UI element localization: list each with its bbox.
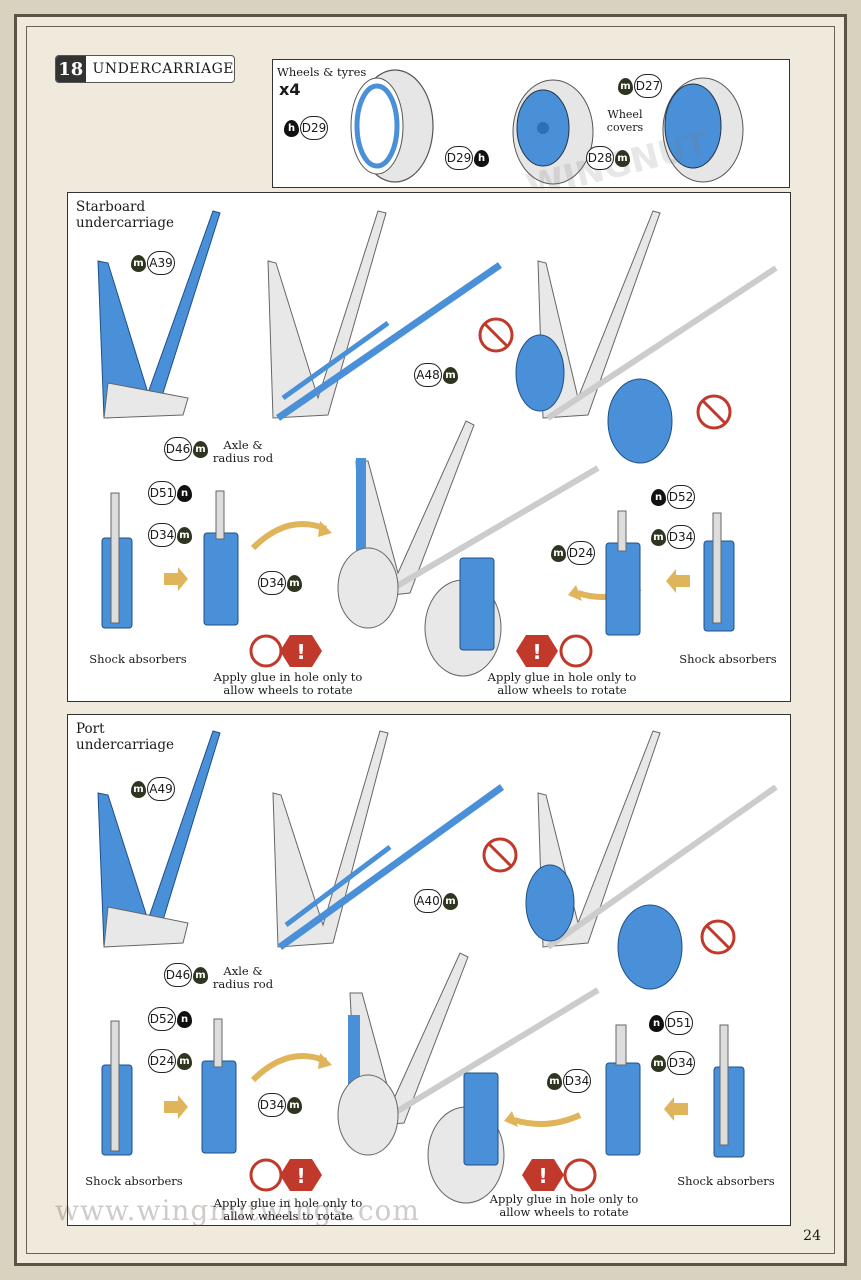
svg-text:!: ! xyxy=(296,640,305,664)
callout-d24: m D24 xyxy=(550,541,595,565)
paint-drop-icon: m xyxy=(287,574,302,592)
part-code: D34 xyxy=(667,1051,695,1075)
part-code: D51 xyxy=(665,1011,693,1035)
paint-drop-icon: m xyxy=(131,780,146,798)
svg-text:!: ! xyxy=(296,1164,305,1188)
part-code: D52 xyxy=(148,1007,176,1031)
part-code: D34 xyxy=(258,571,286,595)
svg-text:!: ! xyxy=(538,1164,547,1188)
callout-a49: m A49 xyxy=(130,777,175,801)
callout-a39: m A39 xyxy=(130,251,175,275)
starboard-illustration: ! ! xyxy=(97,210,778,677)
wheels-multiplier: x4 xyxy=(279,80,301,99)
shock-absorbers-label-left: Shock absorbers xyxy=(89,652,187,666)
step-number: 18 xyxy=(56,56,86,82)
wheels-illustration: WINGNUT xyxy=(350,69,744,189)
part-code: D34 xyxy=(667,525,695,549)
paint-drop-icon: n xyxy=(177,484,192,502)
part-code: D27 xyxy=(634,74,662,98)
callout-d46: D46 m xyxy=(164,437,209,461)
axle-label: Axle & radius rod xyxy=(212,964,274,991)
glue-note-left: Apply glue in hole only to allow wheels … xyxy=(213,1196,363,1223)
callout-d34-a: D34 m xyxy=(148,523,193,547)
starboard-panel: Starboard undercarriage xyxy=(67,192,791,702)
glue-note-left: Apply glue in hole only to allow wheels … xyxy=(213,670,363,697)
paint-drop-icon: h xyxy=(284,119,299,137)
callout-d34-b: m D34 xyxy=(546,1069,591,1093)
glue-note-right: Apply glue in hole only to allow wheels … xyxy=(489,1192,639,1219)
callout-d52: D52 n xyxy=(148,1007,193,1031)
callout-d46: D46 m xyxy=(164,963,209,987)
callout-a40: A40 m xyxy=(414,889,459,913)
callout-d34-c: m D34 xyxy=(650,1051,695,1075)
wheels-title: Wheels & tyres xyxy=(277,65,367,79)
callout-d29-right: D29 h xyxy=(445,146,490,170)
part-code: A48 xyxy=(414,363,442,387)
paint-drop-icon: n xyxy=(649,1014,664,1032)
paint-drop-icon: m xyxy=(651,1054,666,1072)
part-code: D28 xyxy=(586,146,614,170)
part-code: D24 xyxy=(567,541,595,565)
glue-note-right: Apply glue in hole only to allow wheels … xyxy=(487,670,637,697)
paint-drop-icon: m xyxy=(551,544,566,562)
paint-drop-icon: m xyxy=(177,526,192,544)
part-code: D46 xyxy=(164,963,192,987)
starboard-title: Starboard undercarriage xyxy=(76,199,174,231)
paint-drop-icon: m xyxy=(443,366,458,384)
part-code: A49 xyxy=(147,777,175,801)
paint-drop-icon: m xyxy=(618,77,633,95)
callout-d27: m D27 xyxy=(617,74,662,98)
callout-a48: A48 m xyxy=(414,363,459,387)
shock-absorbers-label-right: Shock absorbers xyxy=(679,652,777,666)
port-illustration: ! ! xyxy=(97,730,778,1204)
part-code: D34 xyxy=(258,1093,286,1117)
callout-d51: n D51 xyxy=(648,1011,693,1035)
part-code: D51 xyxy=(148,481,176,505)
callout-d34-c: m D34 xyxy=(650,525,695,549)
paint-drop-icon: m xyxy=(193,440,208,458)
wheels-panel: Wheels & tyres x4 WINGNUT h D29 D29 h D2… xyxy=(272,59,790,189)
callout-d29-left: h D29 xyxy=(283,116,328,140)
part-code: D52 xyxy=(667,485,695,509)
paint-drop-icon: n xyxy=(651,488,666,506)
port-title: Port undercarriage xyxy=(76,721,174,753)
shock-absorbers-label-right: Shock absorbers xyxy=(677,1174,775,1188)
wheel-covers-label: Wheel covers xyxy=(606,108,644,134)
paint-drop-icon: m xyxy=(177,1052,192,1070)
part-code: A39 xyxy=(147,251,175,275)
callout-d51: D51 n xyxy=(148,481,193,505)
callout-d34-b: D34 m xyxy=(258,571,303,595)
paint-drop-icon: h xyxy=(474,149,489,167)
part-code: D46 xyxy=(164,437,192,461)
part-code: D29 xyxy=(300,116,328,140)
step-title: UNDERCARRIAGE xyxy=(92,61,234,77)
part-code: D34 xyxy=(563,1069,591,1093)
axle-label: Axle & radius rod xyxy=(212,438,274,465)
callout-d34-a: D34 m xyxy=(258,1093,303,1117)
paint-drop-icon: n xyxy=(177,1010,192,1028)
paint-drop-icon: m xyxy=(287,1096,302,1114)
callout-d24: D24 m xyxy=(148,1049,193,1073)
paint-drop-icon: m xyxy=(651,528,666,546)
page-frame-inner xyxy=(26,26,835,1254)
step-header: 18 UNDERCARRIAGE xyxy=(55,55,235,83)
callout-d28: D28 m xyxy=(586,146,631,170)
part-code: D24 xyxy=(148,1049,176,1073)
paint-drop-icon: m xyxy=(193,966,208,984)
part-code: A40 xyxy=(414,889,442,913)
footer-url: www.wingnutwings.com xyxy=(55,1194,420,1227)
callout-d52: n D52 xyxy=(650,485,695,509)
paint-drop-icon: m xyxy=(547,1072,562,1090)
shock-absorbers-label-left: Shock absorbers xyxy=(85,1174,183,1188)
paint-drop-icon: m xyxy=(131,254,146,272)
port-panel: Port undercarriage xyxy=(67,714,791,1226)
part-code: D29 xyxy=(445,146,473,170)
page-number: 24 xyxy=(803,1228,821,1244)
paint-drop-icon: m xyxy=(615,149,630,167)
svg-text:!: ! xyxy=(532,640,541,664)
paint-drop-icon: m xyxy=(443,892,458,910)
part-code: D34 xyxy=(148,523,176,547)
